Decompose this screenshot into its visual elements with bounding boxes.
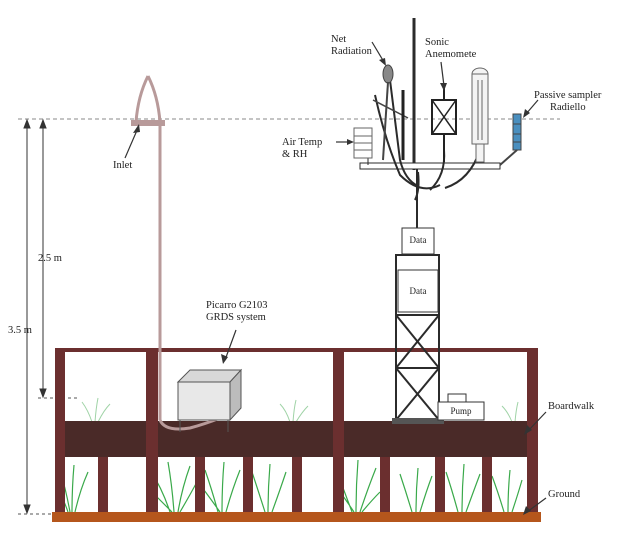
- sonic-label: Sonic Anemomete: [425, 37, 476, 61]
- grass-below: [55, 459, 523, 513]
- air-temp-label-line2: & RH: [282, 149, 308, 160]
- picarro-label-line2: GRDS system: [206, 312, 266, 323]
- inlet-label: Inlet: [113, 160, 133, 171]
- picarro-box: [176, 368, 243, 432]
- picarro-pointer-head: [221, 354, 228, 364]
- height-2-5m-arrow: [39, 118, 47, 399]
- picarro-label: Picarro G2103 GRDS system: [206, 300, 268, 324]
- boardwalk-posts: [55, 348, 538, 512]
- net-radiation-label-line2: Radiation: [331, 46, 372, 57]
- passive-sampler-label: Passive sampler Radiello: [534, 90, 601, 114]
- data-logger-label-1: Data: [409, 235, 427, 245]
- picarro-label-line1: Picarro G2103: [206, 300, 268, 311]
- height-3-5m-label: 3.5 m: [8, 325, 32, 336]
- pump-top: [447, 393, 467, 403]
- passive-sampler: [499, 113, 522, 166]
- ground-pointer: [526, 497, 547, 513]
- data-logger-box-2: [397, 269, 439, 313]
- sonic-label-line1: Sonic: [425, 37, 449, 48]
- height-3-5m-arrow: [23, 118, 31, 515]
- ground-label: Ground: [548, 489, 581, 500]
- net-radiometer: [372, 64, 409, 161]
- boardwalk-deck: [55, 421, 536, 457]
- net-radiation-label: Net Radiation: [331, 34, 372, 58]
- tower: [395, 168, 440, 421]
- cables: [374, 79, 481, 201]
- inlet-pointer-head: [133, 124, 140, 133]
- sonic-pointer-head: [440, 83, 447, 91]
- sonic-pointer: [440, 61, 445, 87]
- sonic-label-line2: Anemomete: [425, 49, 477, 60]
- inlet-tube: [134, 75, 221, 431]
- net-radiation-pointer: [371, 41, 385, 63]
- air-temp-label-line1: Air Temp: [282, 137, 323, 148]
- inlet-cap: [131, 120, 165, 126]
- net-radiation-pointer-head: [379, 58, 386, 66]
- air-temp-label: Air Temp & RH: [282, 137, 322, 161]
- net-radiation-label-line1: Net: [331, 34, 347, 45]
- passive-label-line1: Passive sampler: [534, 90, 602, 101]
- sonic-anemometer: [431, 88, 457, 162]
- air-temp-sensor: [353, 127, 373, 159]
- data-logger-label-2: Data: [409, 286, 427, 296]
- boardwalk-label: Boardwalk: [548, 401, 595, 412]
- ground-strip: [52, 512, 541, 522]
- passive-label-line2: Radiello: [550, 102, 586, 113]
- boardwalk-pointer-head: [524, 425, 532, 435]
- shielded-sensor: [471, 67, 489, 163]
- grass-above: [81, 397, 519, 423]
- tower-base: [392, 418, 444, 424]
- picarro-pointer: [224, 329, 237, 361]
- inlet-pointer: [124, 127, 139, 159]
- boardwalk-rail: [55, 348, 536, 352]
- pump-label: Pump: [450, 406, 472, 416]
- height-2-5m-label: 2.5 m: [38, 253, 62, 264]
- air-temp-pointer-head: [347, 139, 354, 145]
- data-logger-box-1: [401, 227, 435, 255]
- passive-pointer-head: [523, 109, 530, 118]
- ground-pointer-head: [523, 506, 531, 515]
